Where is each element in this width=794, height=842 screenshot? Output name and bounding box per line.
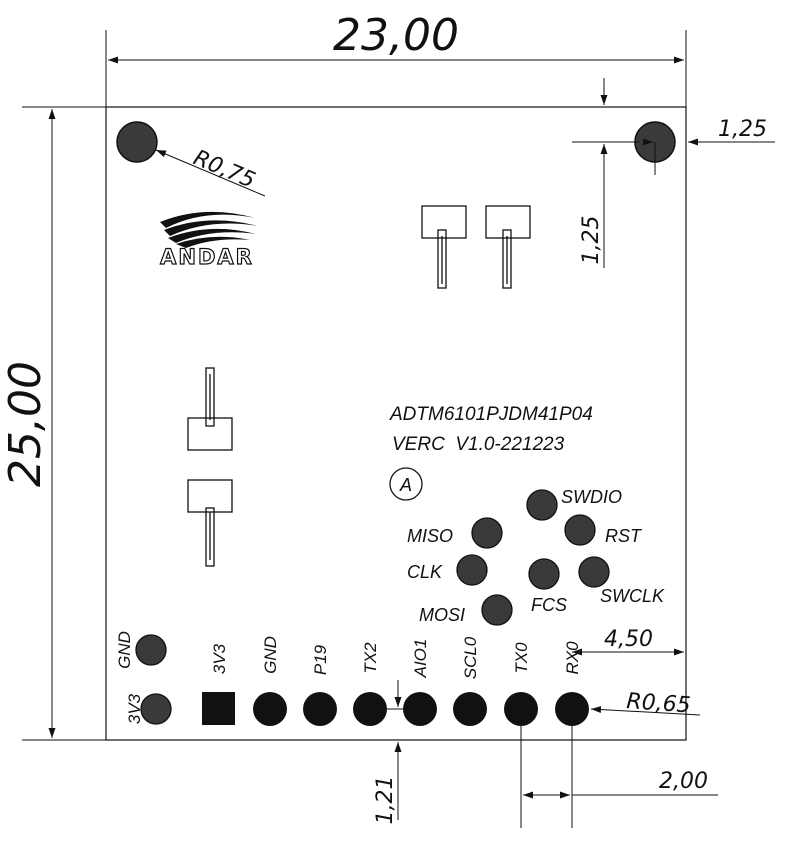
board-outline (105, 106, 687, 741)
height-label: 25,00 (0, 361, 51, 487)
pad-label-swclk: SWCLK (600, 586, 665, 606)
revision-marker: A (389, 467, 423, 501)
width-dimension: 23,00 (105, 10, 687, 107)
height-dimension: 25,00 (0, 106, 106, 741)
top-pad-pair (421, 205, 531, 289)
pin-pitch-dimension: 2,00 (520, 709, 718, 828)
pin-label-3v3: 3V3 (210, 643, 229, 674)
left-pad-pair (187, 367, 233, 567)
pad-label-mosi: MOSI (419, 605, 465, 625)
corner-hole-top-left (116, 121, 158, 163)
pad-label-clk: CLK (407, 562, 443, 582)
side-pad-label-3v3: 3V3 (125, 693, 144, 724)
hole-offset-x-label: 1,25 (718, 117, 767, 142)
corner-radius-dimension: R0,75 (155, 146, 266, 197)
pad-label-rst: RST (605, 526, 643, 546)
pin-label-rx0: RX0 (563, 641, 582, 675)
pin-label-tx0: TX0 (512, 642, 531, 674)
hole-offset-dimensions: 1,25 1,25 (572, 78, 775, 268)
bottom-pin-header: 3V3 GND P19 TX2 AIO1 SCL0 TX0 RX0 (202, 636, 589, 726)
pad-label-swdio: SWDIO (561, 487, 622, 507)
pad-fcs (528, 558, 560, 590)
pad-label-miso: MISO (407, 526, 453, 546)
side-pads: GND 3V3 (115, 631, 172, 725)
pin-gnd (253, 692, 287, 726)
pin-radius-dimension: R0,65 (590, 689, 701, 718)
pin-label-scl0: SCL0 (461, 636, 480, 679)
pin-row-offset-label: 1,21 (373, 776, 398, 825)
pin-3v3 (202, 692, 235, 725)
side-pad-3v3 (140, 693, 172, 725)
pad-miso (471, 517, 503, 549)
revision-marker-label: A (399, 475, 412, 495)
pin-label-p19: P19 (311, 644, 330, 675)
pin-offset-right-dimension: 4,50 (572, 625, 687, 665)
part-version: VERC V1.0-221223 (392, 434, 565, 455)
pad-swclk (578, 556, 610, 588)
corner-radius-label: R0,75 (190, 146, 259, 194)
pin-tx2 (353, 692, 387, 726)
hole-offset-y-label: 1,25 (579, 216, 604, 265)
pin-label-aio1: AIO1 (411, 639, 430, 679)
pin-label-tx2: TX2 (361, 642, 380, 674)
pin-scl0 (453, 692, 487, 726)
part-number: ADTM6101PJDM41P04 (389, 404, 593, 425)
pin-row-offset-dimension: 1,21 (373, 680, 402, 825)
side-pad-label-gnd: GND (115, 631, 134, 669)
andar-logo: ANDAR (160, 211, 258, 270)
pad-label-fcs: FCS (531, 595, 567, 615)
pin-radius-label: R0,65 (626, 689, 692, 718)
pin-pitch-label: 2,00 (659, 769, 708, 794)
pad-clk (456, 554, 488, 586)
logo-swoosh-icon (160, 211, 258, 248)
pin-p19 (303, 692, 337, 726)
pin-label-gnd: GND (261, 636, 280, 674)
debug-pads: SWDIO MISO RST CLK FCS SWCLK MOSI (407, 487, 665, 626)
width-label: 23,00 (333, 10, 459, 61)
pin-aio1 (403, 692, 437, 726)
side-pad-gnd (135, 634, 167, 666)
pad-swdio (526, 489, 558, 521)
pad-rst (564, 514, 596, 546)
logo-text: ANDAR (160, 245, 254, 269)
pin-offset-right-label: 4,50 (604, 627, 653, 652)
pad-mosi (481, 594, 513, 626)
